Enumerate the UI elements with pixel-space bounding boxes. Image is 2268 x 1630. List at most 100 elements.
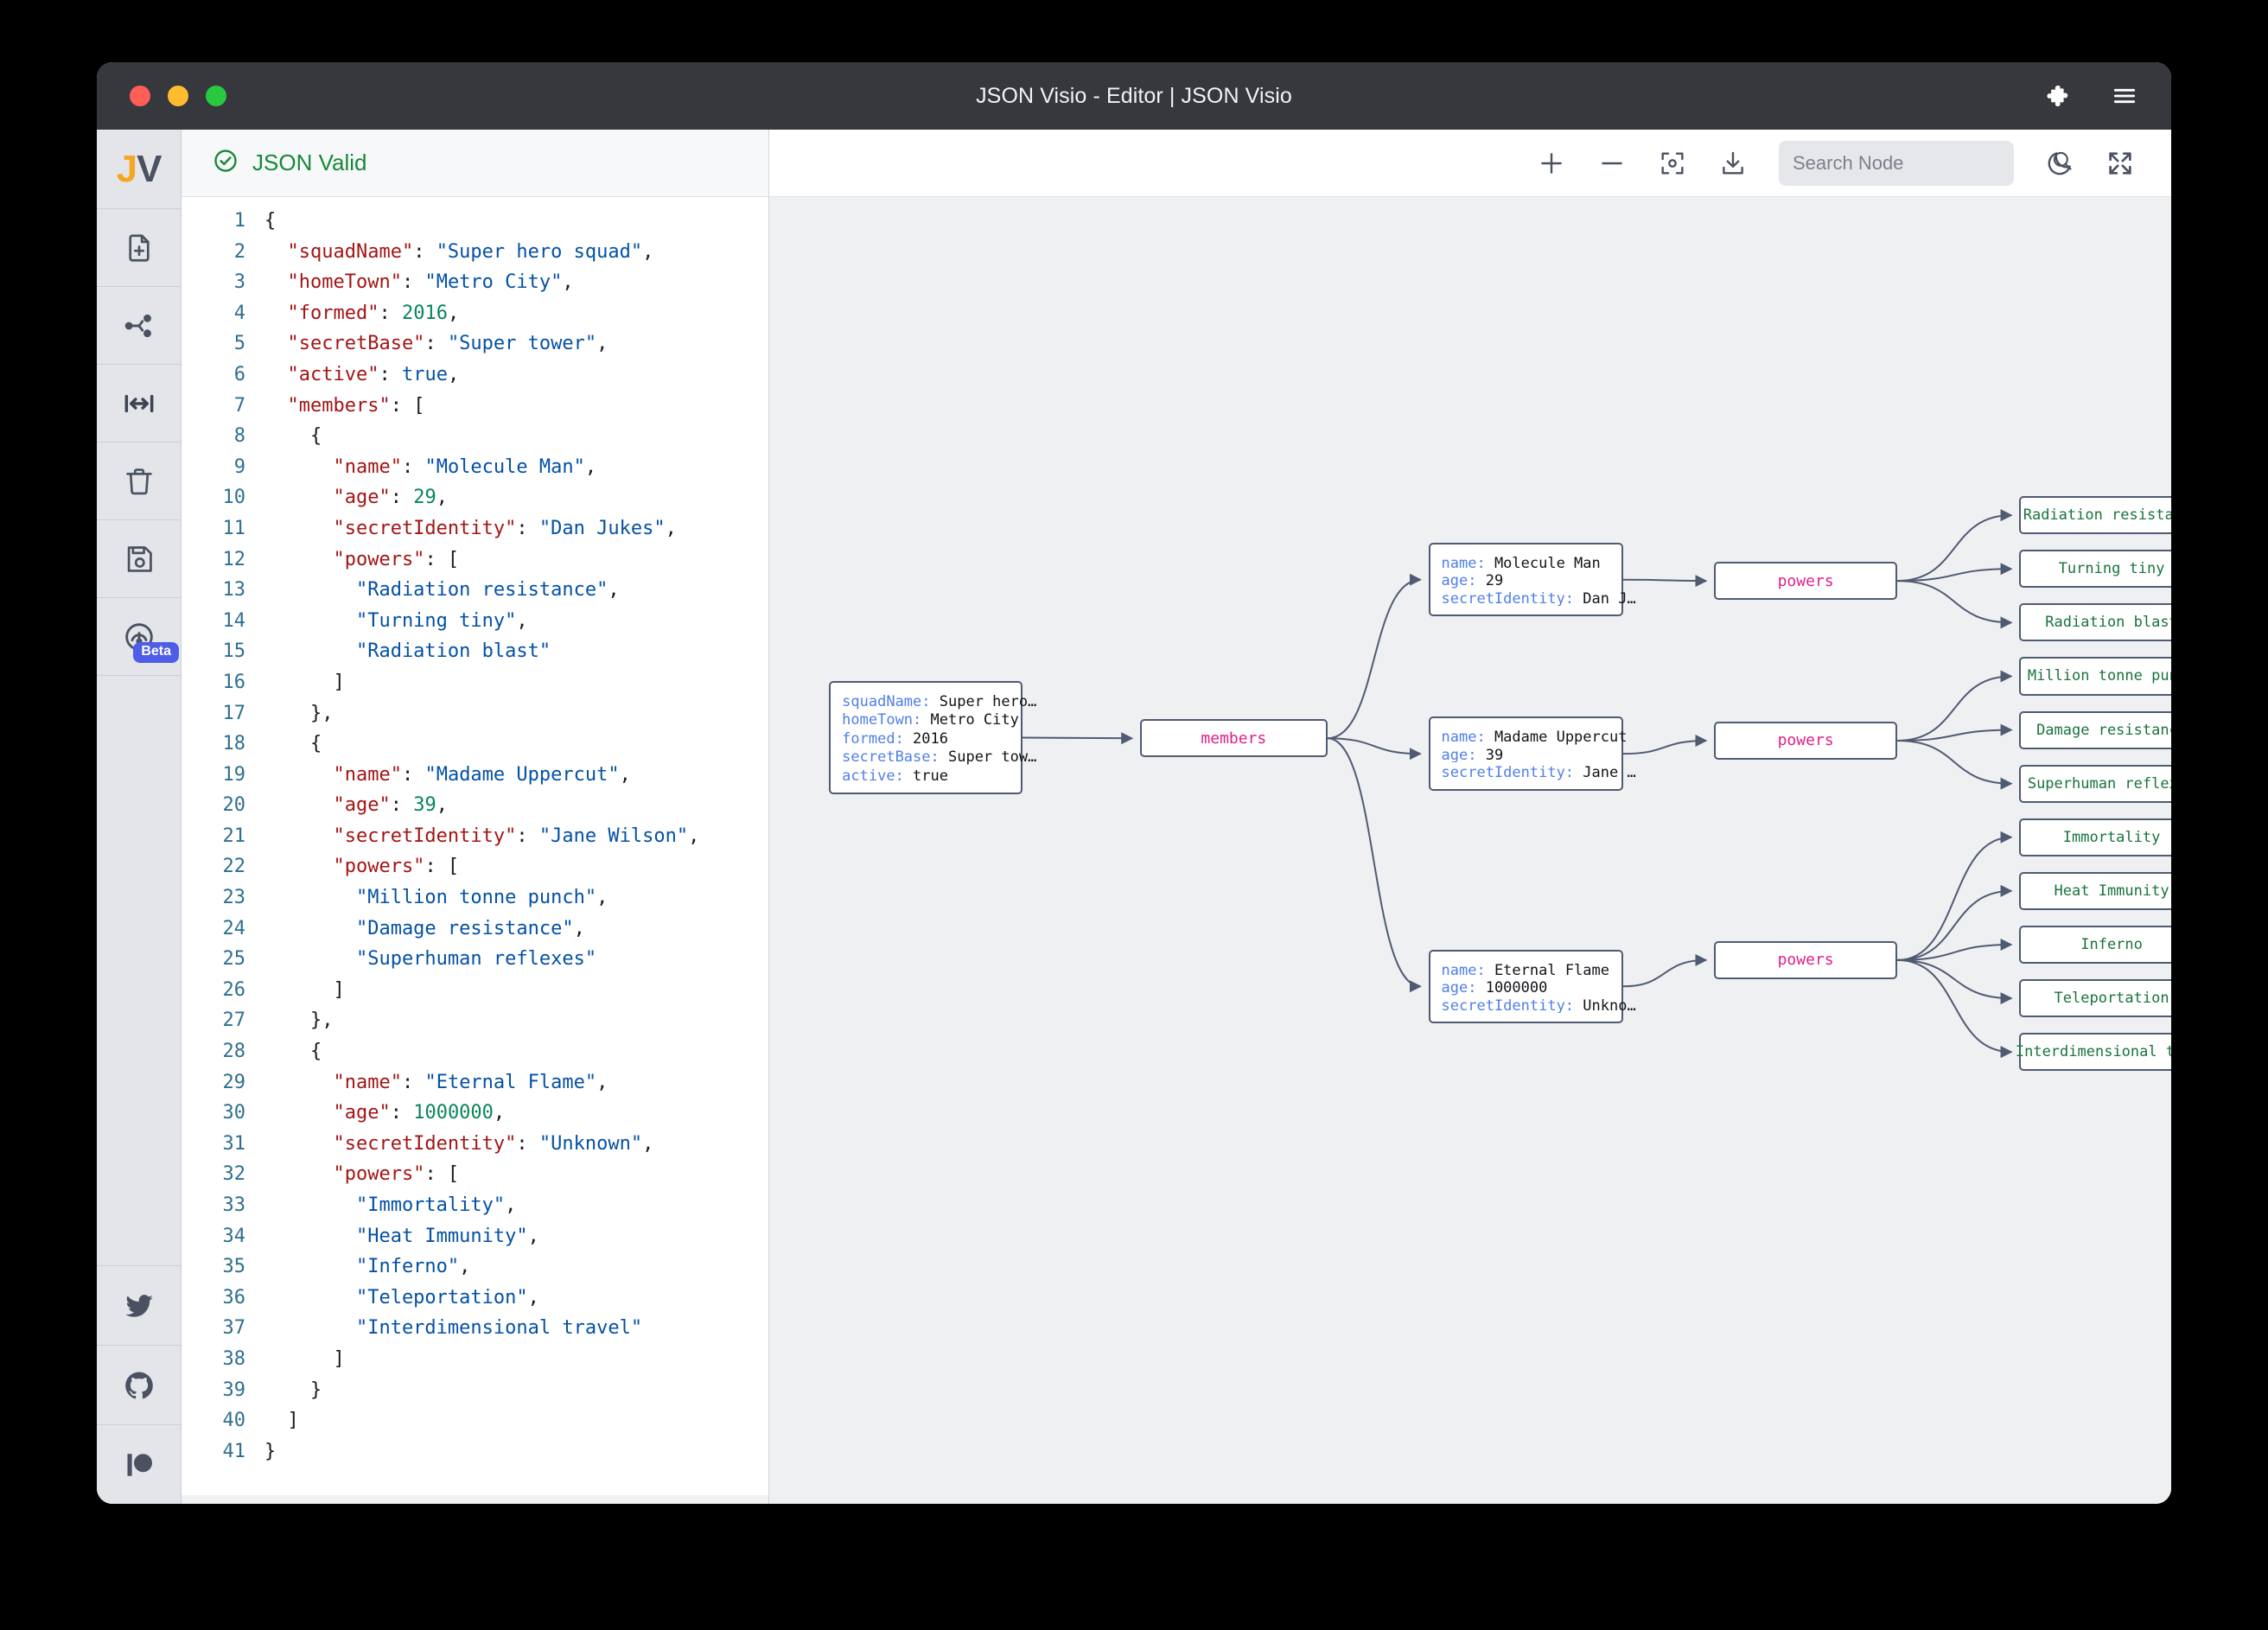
editor-horizontal-scrollbar[interactable]: [182, 1495, 768, 1504]
close-window-button[interactable]: [130, 86, 150, 106]
code-content[interactable]: { "squadName": "Super hero squad", "home…: [258, 206, 768, 1495]
graph-node-leaf[interactable]: Radiation resistance: [2019, 496, 2171, 535]
cloud-compass-icon[interactable]: Beta: [97, 598, 181, 676]
code-line[interactable]: "Damage resistance",: [264, 917, 585, 939]
code-line[interactable]: },: [264, 702, 334, 724]
graph-node-leaf[interactable]: Radiation blast: [2019, 603, 2171, 642]
code-line[interactable]: "age": 29,: [264, 487, 448, 509]
code-line[interactable]: ]: [264, 978, 345, 1001]
graph-node-leaf[interactable]: Superhuman reflexes: [2019, 764, 2171, 803]
code-line[interactable]: "Interdimensional travel": [264, 1317, 643, 1340]
code-line[interactable]: "name": "Eternal Flame",: [264, 1071, 608, 1093]
minimize-window-button[interactable]: [168, 86, 188, 106]
node-property-row: formed: 2016: [842, 729, 948, 748]
graph-node-array-key[interactable]: members: [1139, 719, 1328, 758]
code-line[interactable]: {: [264, 210, 277, 232]
code-line[interactable]: "Immortality",: [264, 1194, 517, 1216]
graph-node-leaf[interactable]: Million tonne punch: [2019, 657, 2171, 696]
code-line[interactable]: "homeTown": "Metro City",: [264, 271, 574, 294]
code-line[interactable]: "powers": [: [264, 1163, 460, 1186]
code-line[interactable]: "squadName": "Super hero squad",: [264, 240, 654, 263]
code-line[interactable]: "secretBase": "Super tower",: [264, 333, 608, 355]
code-line[interactable]: "name": "Madame Uppercut",: [264, 763, 631, 786]
code-line[interactable]: "powers": [: [264, 548, 460, 570]
code-line[interactable]: "Inferno",: [264, 1256, 471, 1278]
clear-trash-icon[interactable]: [97, 443, 181, 520]
graph-node-leaf[interactable]: Interdimensional travel: [2016, 1033, 2171, 1072]
code-line[interactable]: "secretIdentity": "Dan Jukes",: [264, 517, 677, 539]
maximize-window-button[interactable]: [206, 86, 226, 106]
node-property-row: age: 1000000: [1441, 979, 1548, 996]
github-icon[interactable]: [97, 1345, 181, 1424]
code-line[interactable]: "age": 1000000,: [264, 1102, 506, 1124]
graph-node-leaf[interactable]: Damage resistance: [2019, 710, 2171, 749]
share-graph-icon[interactable]: [97, 287, 181, 365]
zoom-in-icon[interactable]: [1537, 149, 1566, 178]
graph-node-leaf[interactable]: Teleportation: [2019, 979, 2171, 1018]
code-line[interactable]: "secretIdentity": "Unknown",: [264, 1132, 654, 1155]
graph-node-array-key[interactable]: powers: [1714, 721, 1898, 761]
code-line[interactable]: "name": "Molecule Man",: [264, 455, 597, 478]
code-line[interactable]: ]: [264, 1410, 299, 1432]
code-line[interactable]: ]: [264, 671, 345, 693]
graph-node-array-key[interactable]: powers: [1714, 940, 1898, 979]
line-number: 37: [222, 1317, 246, 1340]
graph-node-leaf[interactable]: Heat Immunity: [2019, 871, 2171, 910]
search-input[interactable]: [1793, 151, 2042, 175]
line-number: 12: [222, 548, 246, 570]
code-line[interactable]: "Superhuman reflexes": [264, 948, 597, 971]
extensions-icon[interactable]: [2042, 82, 2069, 110]
code-line[interactable]: "formed": 2016,: [264, 302, 460, 324]
code-line[interactable]: "Million tonne punch",: [264, 887, 608, 909]
moon-icon[interactable]: [2045, 149, 2074, 178]
code-line[interactable]: "Radiation resistance",: [264, 579, 620, 602]
code-line[interactable]: "Radiation blast": [264, 640, 551, 663]
zoom-out-icon[interactable]: [1597, 149, 1627, 178]
node-property-row: secretIdentity: Jane …: [1441, 764, 1636, 780]
code-line[interactable]: "Turning tiny",: [264, 609, 528, 632]
node-property-row: active: true: [842, 767, 948, 785]
code-line[interactable]: {: [264, 733, 322, 755]
download-icon[interactable]: [1718, 149, 1748, 178]
code-line[interactable]: "active": true,: [264, 363, 460, 385]
graph-node-leaf[interactable]: Inferno: [2019, 925, 2171, 965]
code-line[interactable]: "age": 39,: [264, 794, 448, 817]
code-line[interactable]: {: [264, 425, 322, 448]
import-file-icon[interactable]: [97, 209, 181, 287]
center-view-icon[interactable]: [1658, 149, 1687, 178]
code-line[interactable]: "secretIdentity": "Jane Wilson",: [264, 825, 700, 847]
fullscreen-icon[interactable]: [2106, 149, 2135, 178]
code-line[interactable]: "Teleportation",: [264, 1286, 539, 1308]
graph-node-leaf[interactable]: Turning tiny: [2019, 550, 2171, 589]
rotate-layout-icon[interactable]: [97, 365, 181, 443]
graph-edge: [1022, 732, 1134, 745]
graph-node-object[interactable]: squadName: Super hero…homeTown: Metro Ci…: [829, 681, 1036, 795]
menu-icon[interactable]: [2111, 82, 2138, 110]
graph-node-array-key[interactable]: powers: [1714, 562, 1898, 601]
code-line[interactable]: {: [264, 1041, 322, 1063]
line-number: 36: [222, 1286, 246, 1308]
code-line[interactable]: ]: [264, 1347, 345, 1370]
twitter-icon[interactable]: [97, 1265, 181, 1345]
code-line[interactable]: "Heat Immunity",: [264, 1225, 539, 1247]
save-json-icon[interactable]: [97, 520, 181, 598]
code-line[interactable]: "members": [: [264, 394, 425, 417]
line-number: 6: [233, 363, 245, 385]
node-property-row: secretIdentity: Unkno…: [1441, 996, 1636, 1014]
graph-canvas[interactable]: squadName: Super hero…homeTown: Metro Ci…: [769, 197, 2171, 1504]
patreon-icon[interactable]: [97, 1424, 181, 1504]
node-property-row: age: 29: [1441, 572, 1504, 589]
code-line[interactable]: }: [264, 1378, 322, 1401]
graph-node-leaf[interactable]: Immortality: [2019, 818, 2171, 856]
code-line[interactable]: }: [264, 1440, 277, 1462]
window-title: JSON Visio - Editor | JSON Visio: [976, 83, 1292, 108]
code-line[interactable]: },: [264, 1009, 334, 1032]
graph-edge: [1622, 953, 1708, 988]
code-line[interactable]: "powers": [: [264, 856, 460, 878]
line-number: 10: [222, 487, 246, 509]
search-node-box[interactable]: [1779, 140, 2072, 186]
